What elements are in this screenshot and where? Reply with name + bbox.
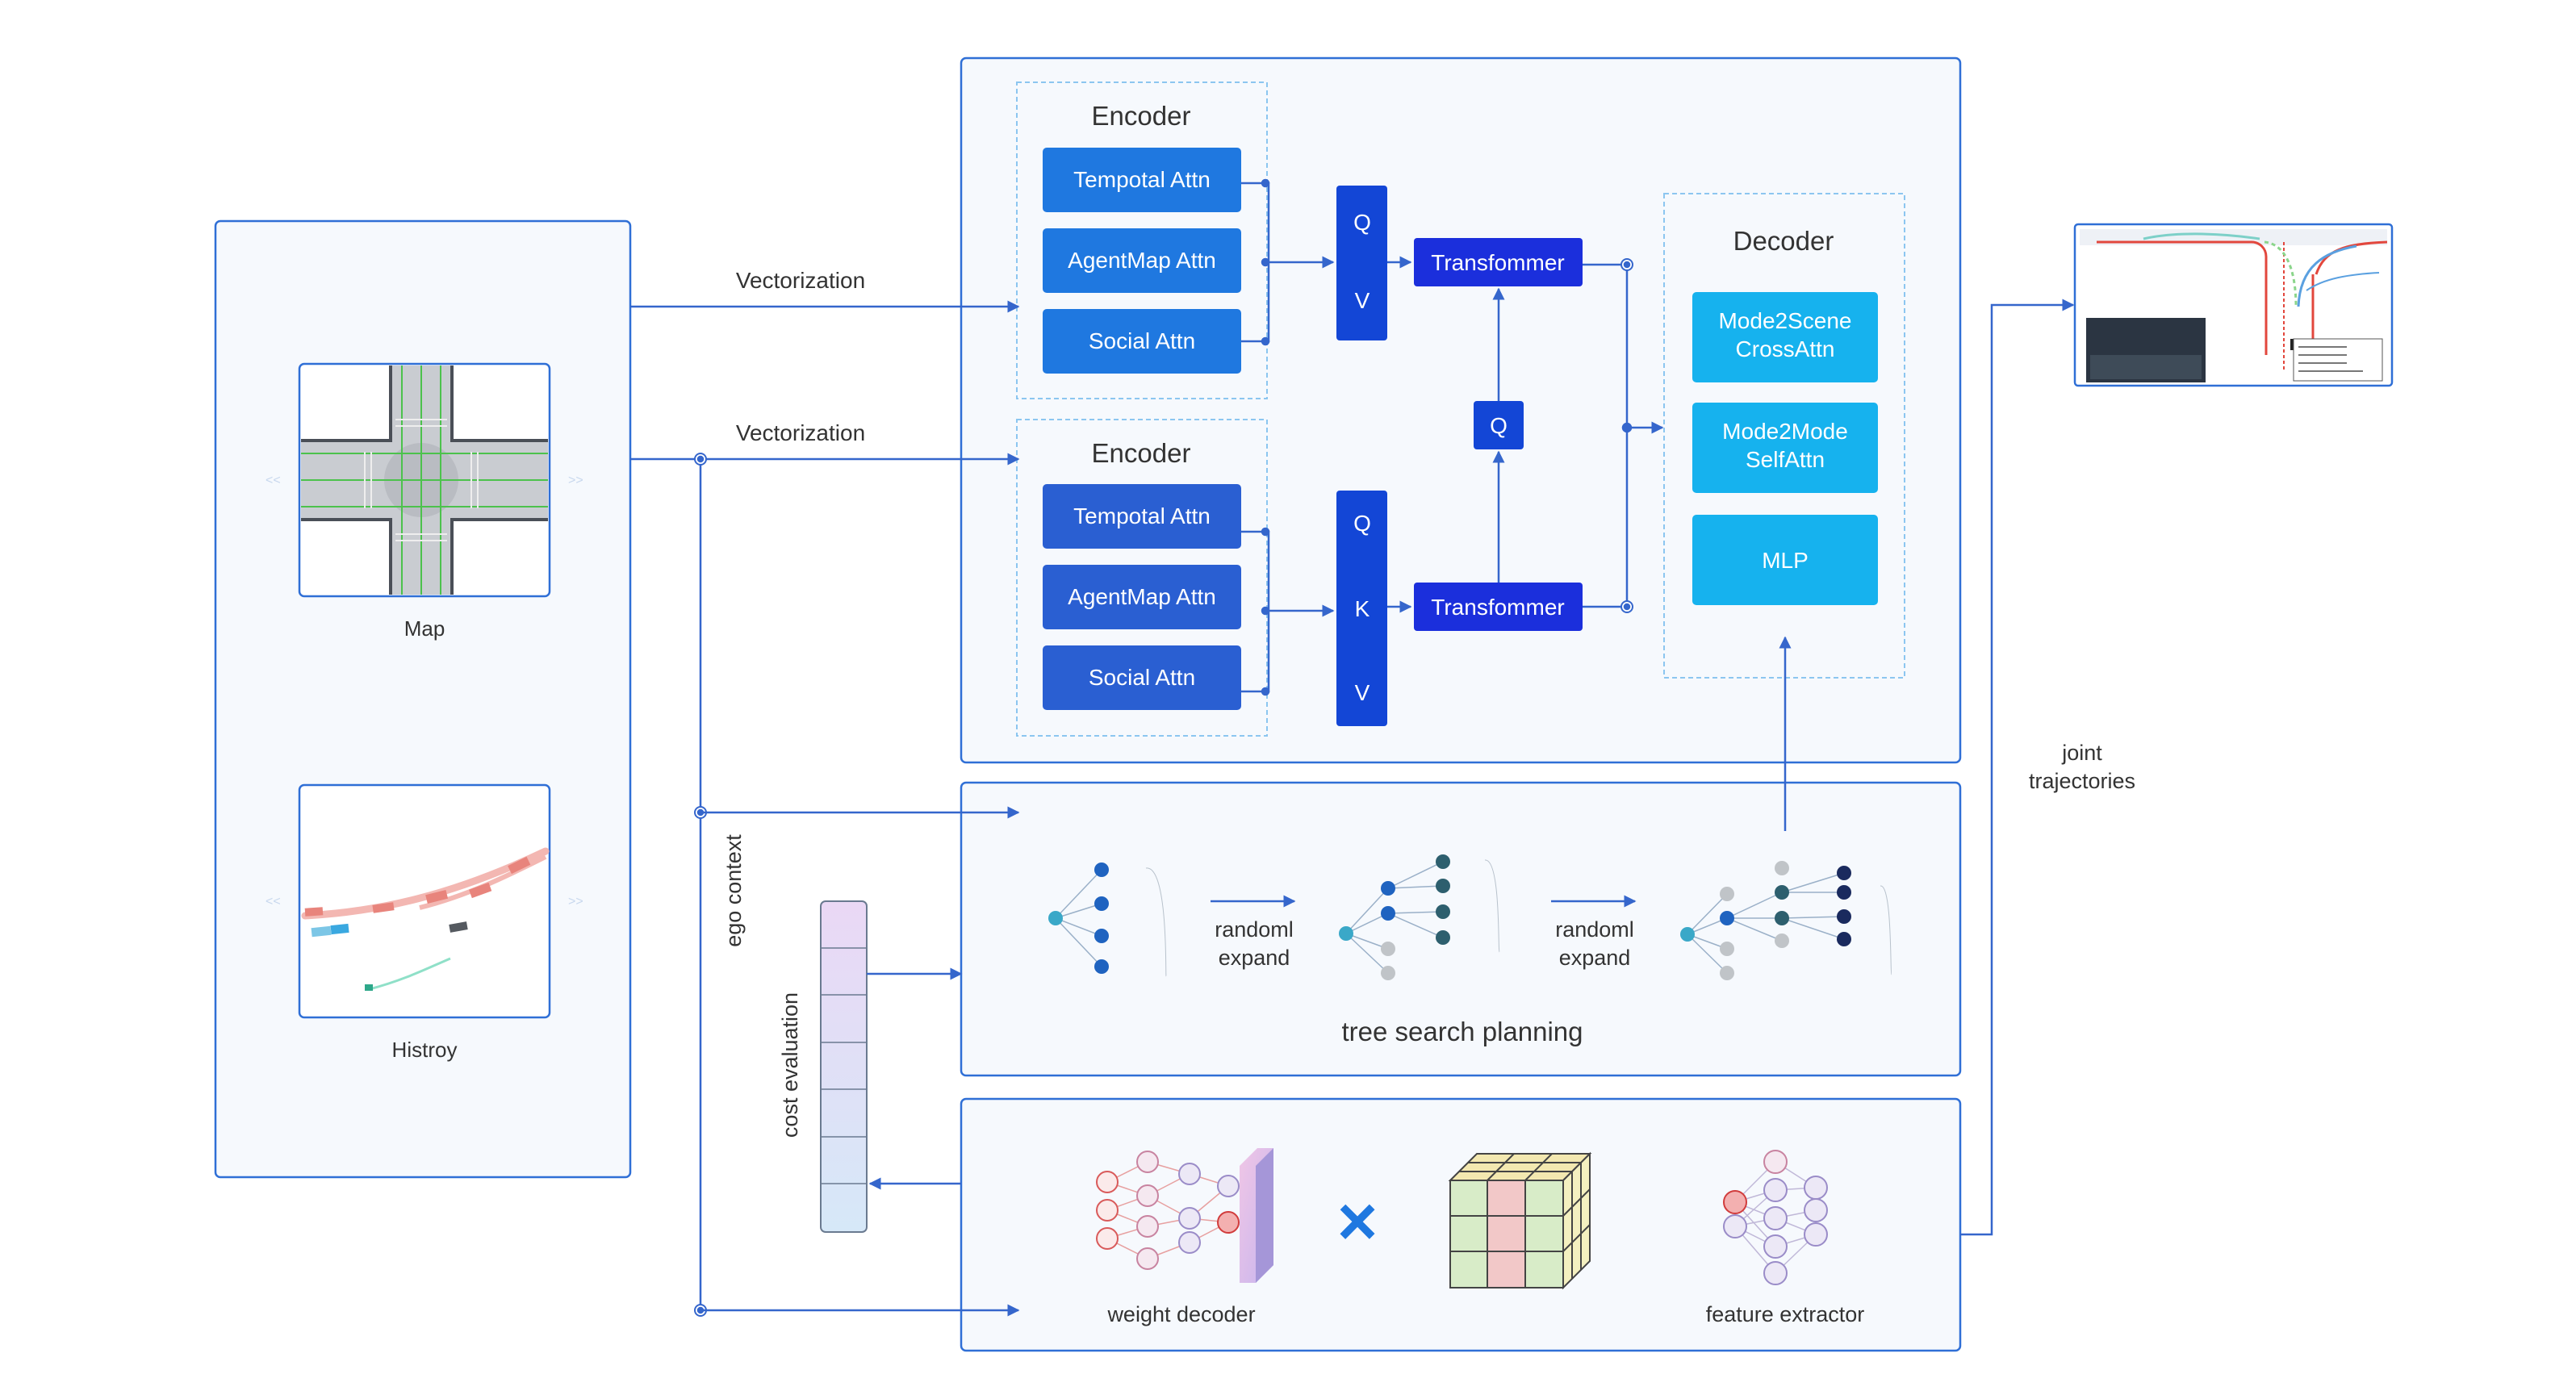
tree-3 bbox=[1680, 861, 1892, 980]
encoder-2-social-attn-label: Social Attn bbox=[1089, 665, 1195, 690]
multiply-icon: × bbox=[1337, 1183, 1378, 1260]
feature-extractor-network bbox=[1723, 1150, 1828, 1285]
encoder-2-agentmap-attn-label: AgentMap Attn bbox=[1068, 584, 1216, 609]
encoder-2-agentmap-attn bbox=[1043, 565, 1241, 629]
mlp-label: MLP bbox=[1762, 548, 1809, 573]
svg-text:<<: << bbox=[266, 474, 281, 487]
encoder-2-temporal-attn bbox=[1043, 484, 1241, 549]
attention-connectors bbox=[1387, 256, 1664, 613]
vectorization-label-1: Vectorization bbox=[736, 268, 865, 293]
joint-trajectories-label-1: joint bbox=[2061, 741, 2102, 765]
tree-1 bbox=[1048, 862, 1167, 977]
mode2scene-label-2: CrossAttn bbox=[1736, 336, 1835, 361]
decoder-mode2mode-block bbox=[1692, 403, 1878, 493]
map-label: Map bbox=[404, 616, 445, 641]
map-thumbnail: << >> bbox=[266, 362, 583, 598]
encoder-1-temporal-attn bbox=[1043, 148, 1241, 212]
expand-arrow-2: randoml expand bbox=[1551, 895, 1637, 970]
decoder: Decoder Mode2Scene CrossAttn Mode2Mode S… bbox=[1663, 193, 1905, 679]
mode2mode-label-1: Mode2Mode bbox=[1722, 419, 1848, 444]
cost-evaluation-label: cost evaluation bbox=[778, 992, 802, 1138]
svg-text:>>: >> bbox=[568, 895, 583, 908]
output-thumbnail bbox=[2073, 223, 2394, 387]
encoder-1-title: Encoder bbox=[1092, 101, 1191, 131]
decoder-title: Decoder bbox=[1733, 226, 1834, 256]
tree-search-title: tree search planning bbox=[1341, 1017, 1583, 1046]
feature-extractor-label: feature extractor bbox=[1706, 1302, 1865, 1326]
qkv-q-label: Q bbox=[1353, 511, 1371, 536]
expand-label-2-line-2: expand bbox=[1559, 946, 1631, 970]
cost-evaluation-column bbox=[820, 900, 868, 1233]
q-small-block: Q bbox=[1474, 401, 1524, 449]
history-thumbnail: << >> bbox=[266, 783, 583, 1019]
encoder-1-social-attn bbox=[1043, 309, 1241, 374]
qv-block: Q V bbox=[1336, 186, 1387, 340]
input-panel: << >> Map << >> Histroy bbox=[214, 219, 632, 1179]
encoder-2-social-attn bbox=[1043, 645, 1241, 710]
decoder-mode2scene-block bbox=[1692, 292, 1878, 382]
encoder-2: Encoder Tempotal Attn AgentMap Attn Soci… bbox=[1016, 419, 1268, 737]
encoder-1-agentmap-attn-label: AgentMap Attn bbox=[1068, 248, 1216, 273]
transformer-2-label: Transfommer bbox=[1431, 595, 1564, 620]
expand-arrow-1: randoml expand bbox=[1211, 895, 1296, 970]
q-small-label: Q bbox=[1490, 413, 1508, 438]
svg-text:<<: << bbox=[266, 895, 281, 908]
tree-search-panel: tree search planning bbox=[960, 781, 1962, 1077]
qv-v-label: V bbox=[1355, 288, 1370, 313]
transformer-1: Transfommer bbox=[1414, 238, 1583, 286]
mode2scene-label-1: Mode2Scene bbox=[1718, 308, 1851, 333]
encoder-1-temporal-attn-label: Tempotal Attn bbox=[1073, 167, 1211, 192]
decoder-mlp-block bbox=[1692, 515, 1878, 605]
transformer-1-label: Transfommer bbox=[1431, 250, 1564, 275]
encoder-2-title: Encoder bbox=[1092, 438, 1191, 468]
expand-label-1-line-1: randoml bbox=[1215, 917, 1294, 942]
transformer-2: Transfommer bbox=[1414, 583, 1583, 631]
history-label: Histroy bbox=[392, 1038, 458, 1062]
weight-decoder-label: weight decoder bbox=[1106, 1302, 1255, 1326]
vectorization-label-2: Vectorization bbox=[736, 420, 865, 445]
encoder-2-temporal-attn-label: Tempotal Attn bbox=[1073, 503, 1211, 528]
expand-label-1-line-2: expand bbox=[1219, 946, 1290, 970]
qv-q-label: Q bbox=[1353, 210, 1371, 235]
weight-decoder-network bbox=[1096, 1148, 1273, 1283]
ego-context-label: ego context bbox=[721, 834, 746, 947]
mode2mode-label-2: SelfAttn bbox=[1746, 447, 1825, 472]
qkv-v-label: V bbox=[1355, 680, 1370, 705]
tree-2 bbox=[1339, 854, 1500, 980]
joint-trajectories-label-2: trajectories bbox=[2029, 769, 2135, 793]
flow-arrows bbox=[630, 299, 2075, 1317]
encoder-connectors bbox=[1241, 178, 1335, 696]
qkv-block: Q K V bbox=[1336, 491, 1387, 726]
expand-label-2-line-1: randoml bbox=[1555, 917, 1634, 942]
feature-cube-icon bbox=[1448, 1151, 1592, 1290]
encoder-1-social-attn-label: Social Attn bbox=[1089, 328, 1195, 353]
encoder-1-agentmap-attn bbox=[1043, 228, 1241, 293]
svg-text:>>: >> bbox=[568, 474, 583, 487]
encoder-1: Encoder Tempotal Attn AgentMap Attn Soci… bbox=[1016, 81, 1268, 399]
qkv-k-label: K bbox=[1355, 596, 1370, 621]
